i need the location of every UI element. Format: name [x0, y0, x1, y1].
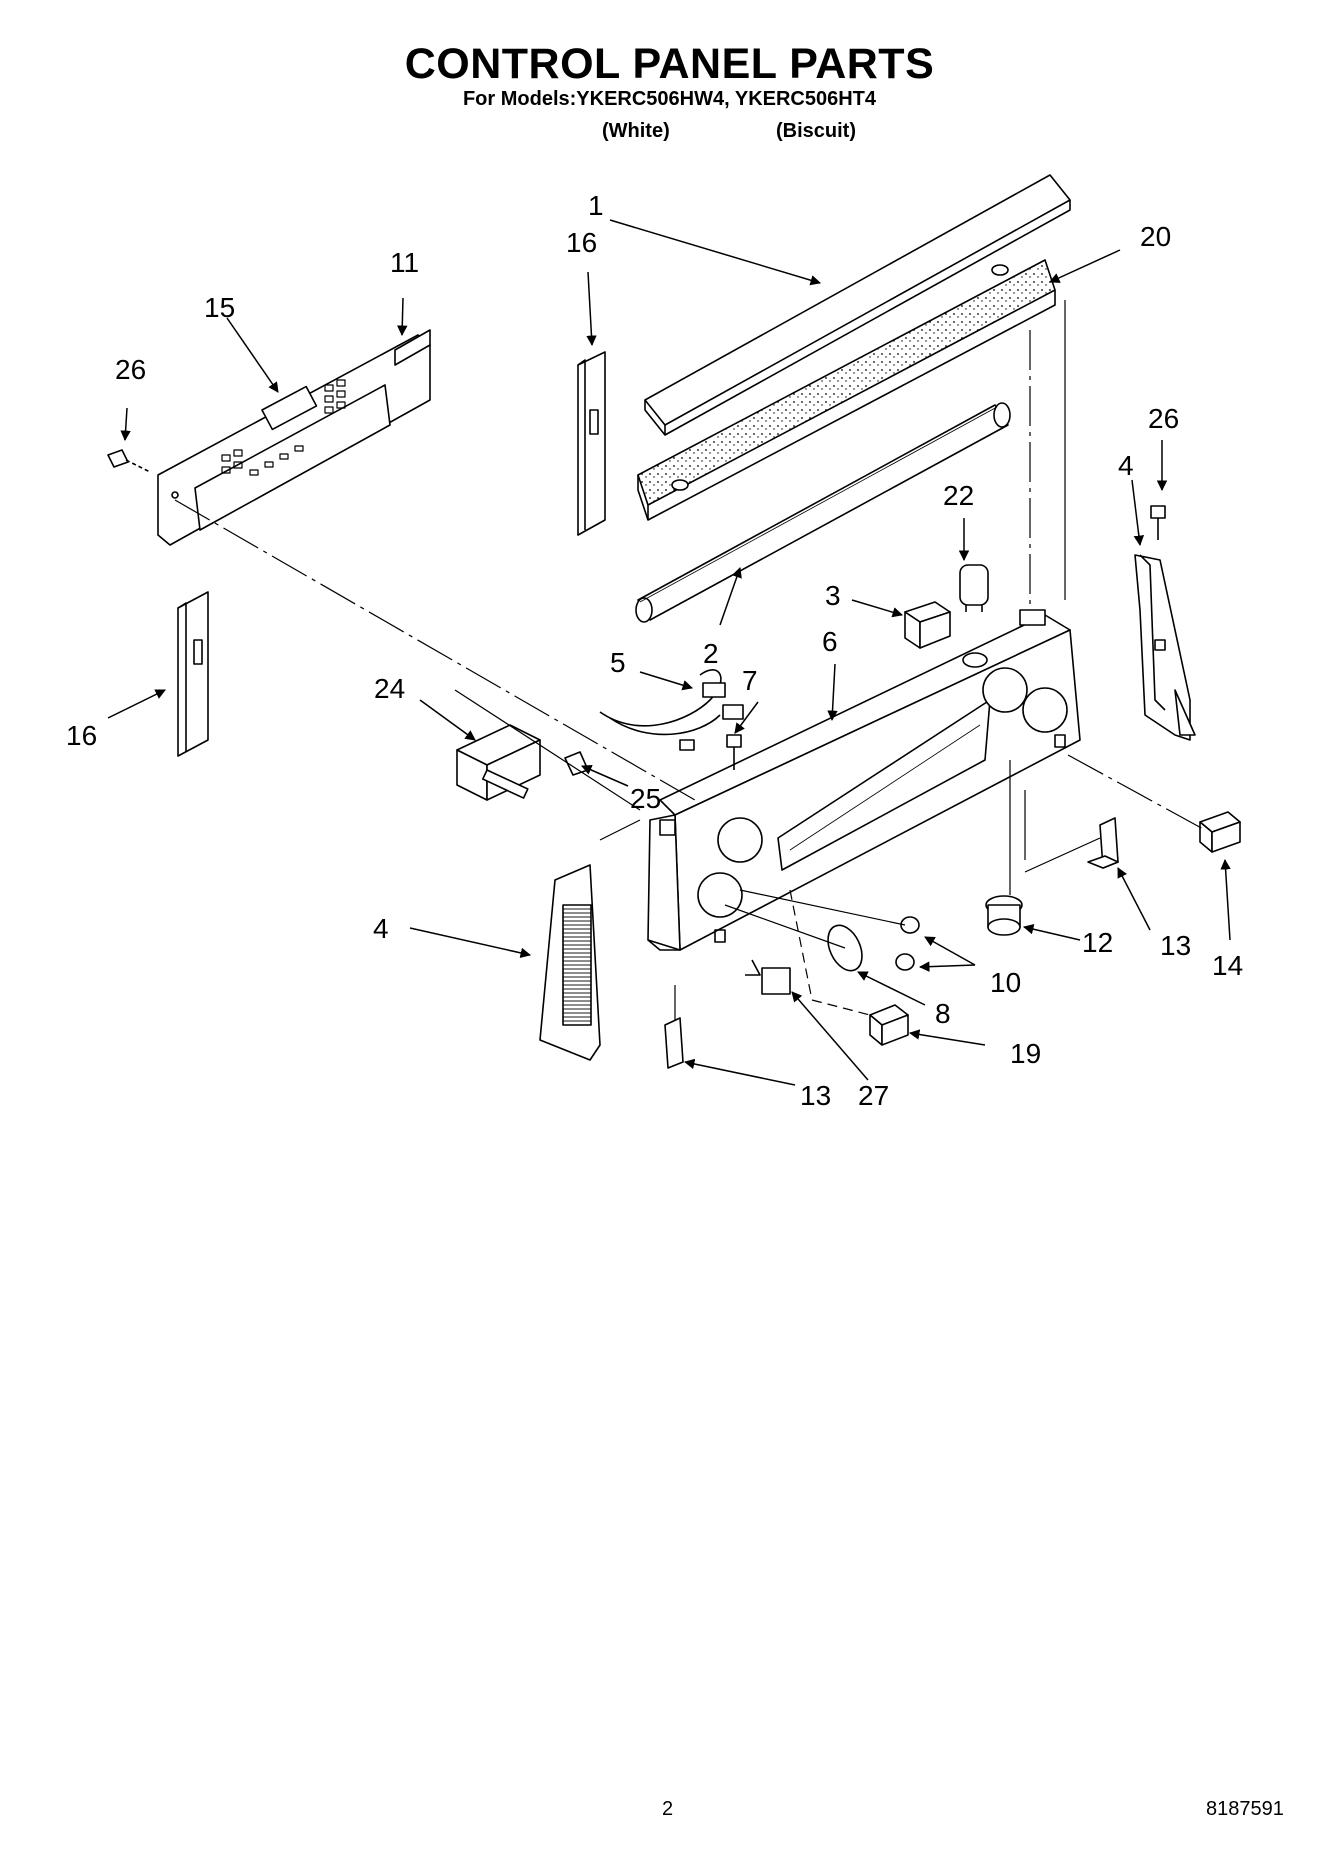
callout-26-right: 26 [1148, 403, 1179, 434]
bracket-13-right [1087, 817, 1119, 869]
callout-6: 6 [822, 626, 838, 657]
electronic-control-assembly [157, 329, 431, 546]
callout-20: 20 [1140, 221, 1171, 252]
page-title: CONTROL PANEL PARTS [404, 40, 935, 88]
models-line: For Models:YKERC506HW4, YKERC506HT4 [462, 88, 877, 110]
box-component [456, 724, 541, 801]
callout-5: 5 [610, 647, 626, 678]
callout-4-left: 4 [373, 913, 389, 944]
assembly-lines [174, 300, 1206, 1020]
callout-2: 2 [703, 638, 719, 669]
fluorescent-lamp [635, 402, 1011, 623]
callout-14: 14 [1212, 950, 1243, 981]
callout-16-lower: 16 [66, 720, 97, 751]
end-cap-right [1134, 554, 1196, 741]
callout-13-left: 13 [800, 1080, 831, 1111]
callout-24: 24 [374, 673, 405, 704]
color-biscuit-label: (Biscuit) [776, 120, 856, 142]
wire-harness [599, 669, 744, 751]
knob-12 [985, 895, 1023, 936]
callout-13-right: 13 [1160, 930, 1191, 961]
callout-25: 25 [630, 783, 661, 814]
top-trim-strip [644, 174, 1071, 436]
screw-right [1150, 505, 1166, 540]
callout-7: 7 [742, 665, 758, 696]
screw-left [107, 449, 151, 473]
callout-26-left: 26 [115, 354, 146, 385]
rocker-switch-14 [1199, 811, 1241, 853]
end-cap-left [539, 864, 601, 1061]
receptacle-27 [745, 959, 791, 995]
callout-27: 27 [858, 1080, 889, 1111]
lamp-starter [959, 564, 989, 612]
insulation-strip [637, 259, 1056, 521]
bracket-13-left [664, 1017, 684, 1069]
callout-8: 8 [935, 998, 951, 1029]
callout-22: 22 [943, 480, 974, 511]
page-number: 2 [662, 1798, 674, 1820]
switch-19 [869, 1004, 909, 1046]
callout-11: 11 [390, 247, 419, 278]
callout-15: 15 [204, 292, 235, 323]
callout-10: 10 [990, 967, 1021, 998]
switch-3 [904, 601, 951, 649]
callout-19: 19 [1010, 1038, 1041, 1069]
grommet-upper [900, 916, 920, 934]
control-panel-console [647, 609, 1081, 951]
screw-7 [726, 734, 742, 770]
callout-1: 1 [588, 190, 604, 221]
grommet-lower [895, 953, 915, 971]
callout-labels: 1 16 11 15 26 20 26 4 22 3 2 6 5 7 24 16… [66, 190, 1243, 1111]
callout-12: 12 [1082, 927, 1113, 958]
side-trim-upper [577, 351, 606, 536]
callout-16-upper: 16 [566, 227, 597, 258]
side-trim-lower [177, 591, 209, 757]
callout-3: 3 [825, 580, 841, 611]
callout-arrows [107, 219, 1231, 1086]
callout-4-right: 4 [1118, 450, 1134, 481]
color-white-label: (White) [602, 120, 670, 142]
document-number: 8187591 [1206, 1798, 1284, 1820]
